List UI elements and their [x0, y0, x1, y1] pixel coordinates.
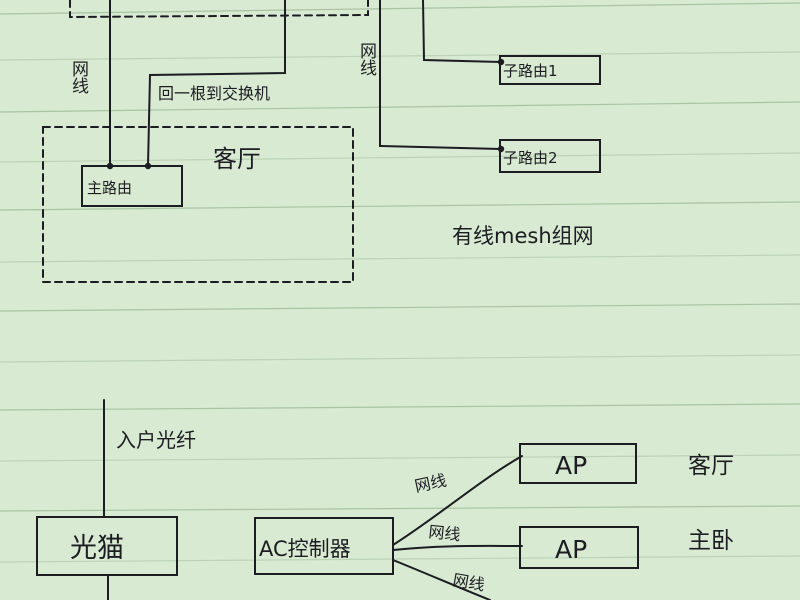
subrouter-1-port-dot [497, 58, 505, 66]
ap-1-label: AP [555, 451, 587, 480]
main-router-box [81, 165, 183, 207]
main-router-label: 主路由 [87, 179, 132, 197]
subrouter-2-port-dot [497, 145, 505, 153]
ap-2-label: AP [555, 535, 587, 564]
notebook-ruled-lines [0, 2, 800, 563]
room-1-label: 客厅 [688, 453, 734, 479]
living-room-boundary [42, 126, 354, 283]
subrouter-1-box [499, 55, 601, 85]
caption-label: 有线mesh组网 [452, 224, 594, 248]
cable-to-subrouter-2 [379, 0, 502, 150]
cable-2-label: 网线 [428, 522, 462, 544]
ac-controller-label: AC控制器 [259, 537, 351, 561]
right-cable-label: 网线 [356, 42, 377, 76]
subrouter-2-box [499, 139, 601, 173]
main-router-port-dot-2 [144, 162, 152, 170]
controller-to-ap-1-cable [392, 455, 523, 546]
left-cable-label: 网线 [68, 60, 89, 94]
upper-room-boundary [69, 0, 369, 19]
subrouter-1-label: 子路由1 [503, 62, 558, 80]
incoming-fiber-label: 入户光纤 [116, 428, 196, 452]
optical-modem-label: 光猫 [70, 533, 124, 564]
controller-to-ap-3-cable [392, 559, 491, 600]
living-room-label: 客厅 [213, 145, 261, 173]
subrouter-2-label: 子路由2 [503, 149, 558, 167]
cable-3-label: 网线 [451, 570, 486, 594]
cable-note-label: 回一根到交换机 [158, 84, 270, 103]
room-2-label: 主卧 [688, 528, 734, 554]
ap-2-box [519, 526, 639, 569]
main-router-port-dot-1 [106, 162, 114, 170]
ap-1-box [519, 443, 637, 484]
cable-1-label: 网线 [413, 471, 448, 496]
ac-controller-box [254, 517, 394, 575]
controller-to-ap-2-cable [392, 544, 523, 551]
switch-return-cable-line [147, 0, 286, 167]
cable-to-subrouter-1 [422, 0, 502, 63]
